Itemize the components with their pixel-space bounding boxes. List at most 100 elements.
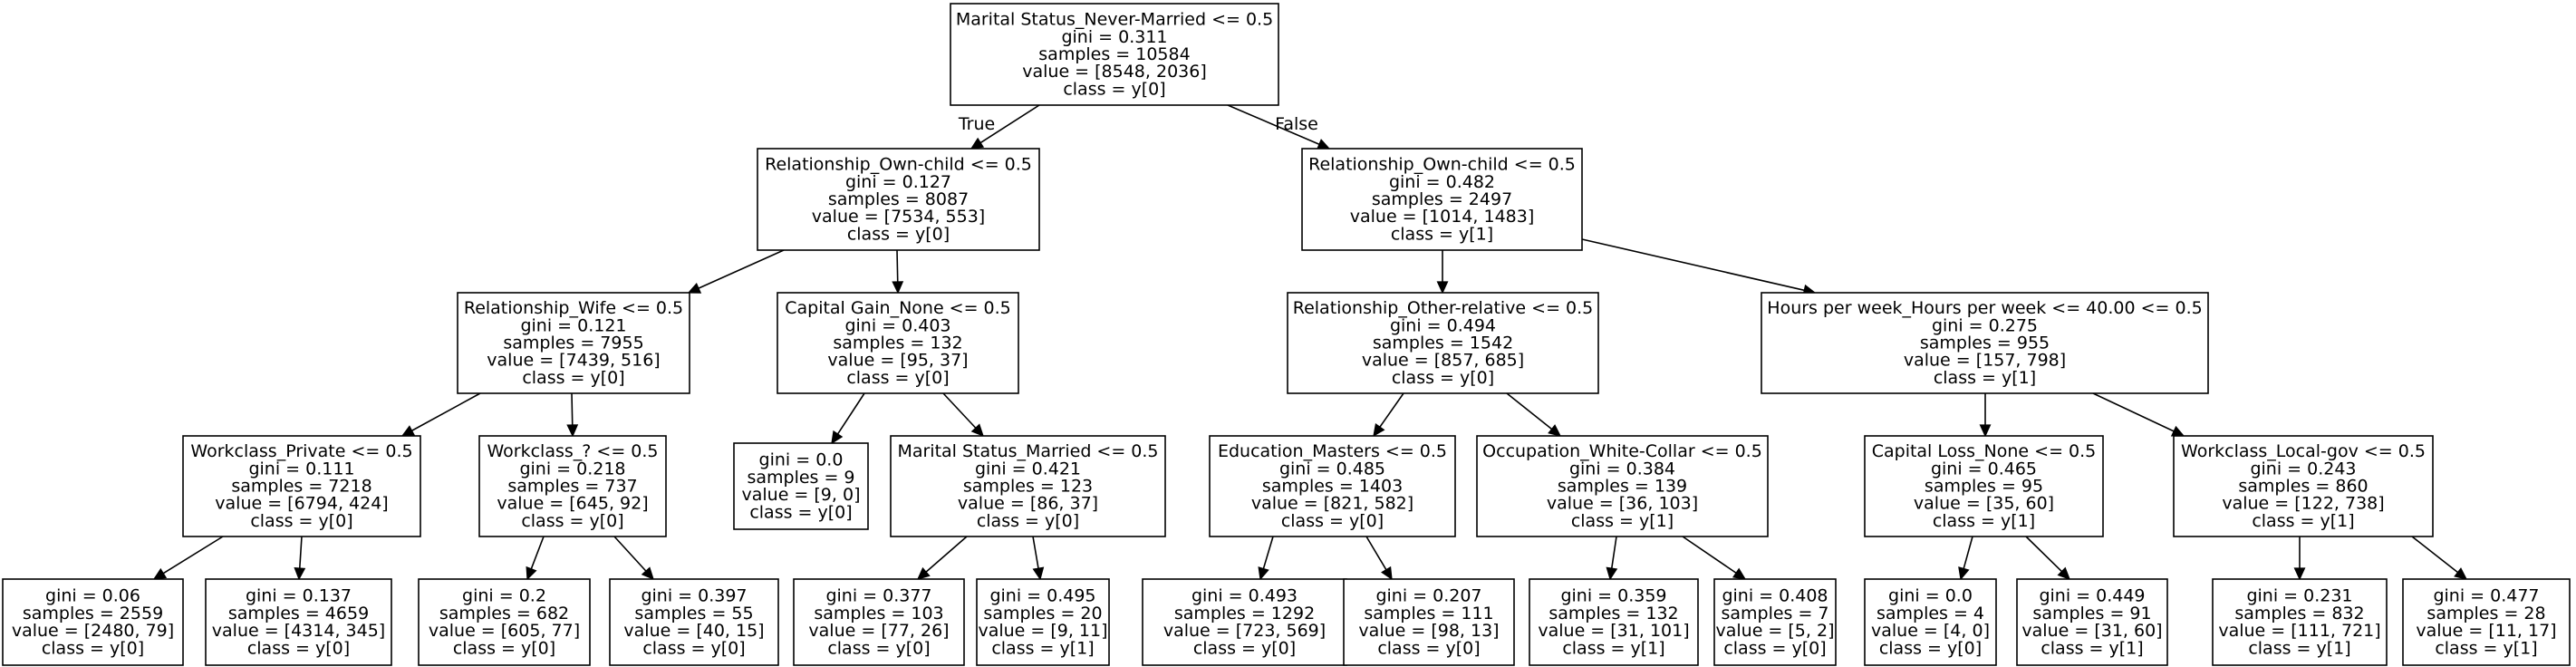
- node-text-line: class = y[0]: [749, 502, 852, 522]
- node-text-line: gini = 0.243: [2250, 459, 2356, 478]
- arrowhead-icon: [1381, 566, 1393, 581]
- node-text-line: gini = 0.421: [975, 459, 1081, 478]
- node-text-line: value = [40, 15]: [623, 621, 764, 641]
- node-text-line: value = [157, 798]: [1904, 351, 2066, 371]
- arrowhead-icon: [2170, 425, 2185, 437]
- node-box: [1209, 435, 1456, 537]
- edge-line: [1032, 536, 1039, 569]
- node-text-line: Workclass_Private <= 0.5: [190, 441, 412, 461]
- nodes-layer: Marital Status_Never-Married <= 0.5gini …: [2, 3, 2571, 666]
- node-text-line: gini = 0.311: [1061, 27, 1167, 47]
- arrowhead-icon: [831, 430, 844, 445]
- node-text-line: Marital Status_Married <= 0.5: [897, 441, 1158, 461]
- edge-n12-n24: [1682, 536, 1747, 580]
- node-text-line: value = [1014, 1483]: [1350, 207, 1535, 227]
- node-text-line: samples = 1292: [1174, 604, 1315, 624]
- node-text-line: gini = 0.397: [641, 586, 747, 606]
- node-text-line: class = y[1]: [991, 638, 1094, 658]
- edge-n3-n8: [566, 392, 579, 438]
- node-text-line: class = y[0]: [642, 638, 745, 658]
- node-text-line: class = y[1]: [2248, 638, 2350, 658]
- node-text-line: samples = 8087: [828, 189, 969, 209]
- arrowhead-icon: [970, 137, 985, 150]
- node-text-line: class = y[1]: [1934, 368, 2036, 388]
- arrowhead-icon: [1606, 566, 1618, 581]
- node-text-line: gini = 0.449: [2039, 586, 2145, 606]
- node-text-line: samples = 91: [2032, 604, 2151, 624]
- node-box: [733, 442, 869, 530]
- edge-line: [836, 392, 865, 435]
- node-text-line: Capital Gain_None <= 0.5: [785, 298, 1011, 318]
- node-text-line: gini = 0.06: [45, 586, 140, 606]
- node-text-line: class = y[0]: [1723, 638, 1826, 658]
- split-node-n0: Marital Status_Never-Married <= 0.5gini …: [950, 3, 1279, 106]
- node-text-line: samples = 132: [833, 334, 962, 353]
- arrowhead-icon: [1436, 281, 1449, 295]
- node-text-line: value = [8548, 2036]: [1022, 62, 1207, 82]
- arrowhead-icon: [1258, 566, 1269, 581]
- node-text-line: gini = 0.359: [1560, 586, 1666, 606]
- node-text-line: class = y[0]: [42, 638, 144, 658]
- node-text-line: class = y[0]: [521, 511, 623, 531]
- node-text-line: gini = 0.495: [989, 586, 1095, 606]
- node-box: [1142, 578, 1347, 666]
- node-text-line: Hours per week_Hours per week <= 40.00 <…: [1767, 298, 2202, 318]
- edge-line: [1610, 536, 1617, 569]
- node-text-line: class = y[0]: [250, 511, 352, 531]
- node-text-line: gini = 0.218: [519, 459, 625, 478]
- node-text-line: value = [645, 92]: [497, 494, 648, 514]
- edge-line: [896, 249, 899, 283]
- edge-label-true: True: [958, 114, 995, 134]
- node-text-line: class = y[0]: [1392, 368, 1494, 388]
- edge-n8-n17: [526, 536, 545, 581]
- edge-n12-n23: [1606, 536, 1618, 581]
- node-box: [418, 578, 591, 666]
- node-box: [950, 3, 1279, 106]
- node-box: [1287, 292, 1599, 394]
- node-box: [1761, 292, 2209, 394]
- node-text-line: samples = 20: [983, 604, 1102, 624]
- arrowhead-icon: [152, 567, 168, 580]
- node-text-line: Workclass_Local-gov <= 0.5: [2181, 441, 2426, 461]
- node-text-line: samples = 7955: [503, 334, 643, 353]
- arrowhead-icon: [526, 566, 537, 581]
- node-text-line: class = y[0]: [1377, 638, 1480, 658]
- node-text-line: gini = 0.493: [1192, 586, 1298, 606]
- edge-line: [1682, 536, 1737, 574]
- node-box: [1529, 578, 1699, 666]
- node-box: [205, 578, 392, 666]
- node-text-line: value = [111, 721]: [2218, 621, 2380, 641]
- node-text-line: class = y[1]: [1571, 511, 1674, 531]
- node-text-line: class = y[0]: [827, 638, 930, 658]
- edge-line: [1506, 392, 1553, 430]
- node-box: [793, 578, 965, 666]
- node-text-line: samples = 2559: [23, 604, 163, 624]
- node-text-line: samples = 860: [2238, 477, 2368, 497]
- arrowhead-icon: [1373, 422, 1385, 438]
- arrowhead-icon: [1958, 566, 1970, 581]
- node-box: [2402, 578, 2571, 666]
- node-text-line: value = [7534, 553]: [812, 207, 985, 227]
- edge-line: [925, 536, 968, 573]
- node-box: [1343, 578, 1515, 666]
- node-text-line: gini = 0.207: [1375, 586, 1481, 606]
- edge-line: [979, 104, 1040, 144]
- node-text-line: samples = 1542: [1373, 334, 1513, 353]
- node-text-line: samples = 7: [1721, 604, 1828, 624]
- node-text-line: value = [31, 60]: [2021, 621, 2162, 641]
- node-text-line: samples = 682: [439, 604, 569, 624]
- node-text-line: value = [122, 738]: [2222, 494, 2384, 514]
- node-box: [757, 148, 1040, 251]
- edge-line: [2092, 392, 2175, 432]
- node-text-line: class = y[0]: [1063, 79, 1165, 99]
- node-text-line: value = [821, 582]: [1251, 494, 1413, 514]
